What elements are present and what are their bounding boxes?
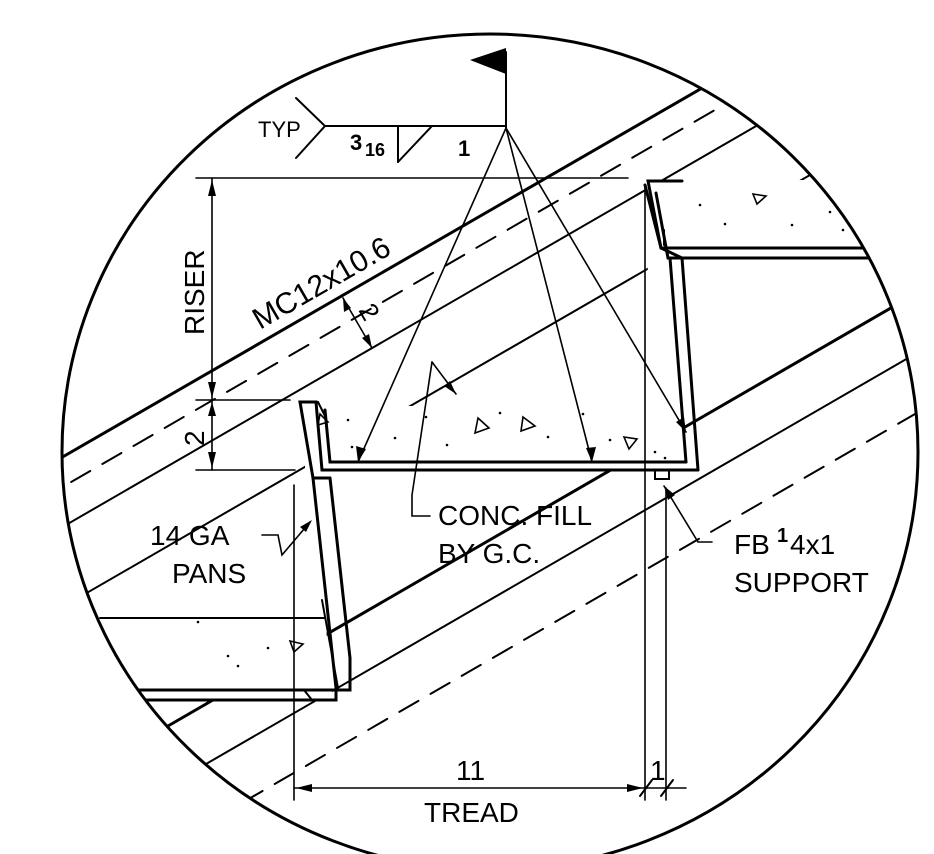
detail-contents — [62, 34, 918, 854]
support-label-line2: SUPPORT — [734, 567, 869, 598]
riser-label: RISER — [179, 249, 210, 335]
riser-offset-label: 2 — [179, 430, 210, 446]
weld-typ-label: TYP — [258, 117, 301, 142]
support-callout: FB 1 4x1 SUPPORT — [663, 485, 869, 598]
support-label-line1-a: FB — [734, 529, 770, 560]
tread-dim-label: 11 — [456, 755, 485, 786]
channel-callout: MC12x10.6 2 — [247, 231, 396, 349]
detail-circle — [60, 32, 920, 854]
pans-label-line2: PANS — [172, 558, 246, 589]
weld-size-frac: 16 — [365, 140, 385, 160]
concrete-fill-callout: CONC. FILL BY G.C. — [411, 361, 592, 569]
weld-length: 1 — [458, 136, 470, 161]
pans-label-line1: 14 GA — [150, 520, 230, 551]
weld-size-whole: 3 — [350, 130, 362, 155]
tread-dimension: 11 1 TREAD — [293, 187, 687, 828]
riser-dimension: RISER 2 — [179, 177, 629, 471]
tread-label: TREAD — [424, 797, 519, 828]
weld-leaders — [356, 127, 687, 463]
tread-small-dim-label: 1 — [650, 755, 666, 786]
fill-label-line2: BY G.C. — [438, 538, 540, 569]
support-label-line1-b: 4x1 — [790, 529, 835, 560]
fill-label-line1: CONC. FILL — [438, 500, 592, 531]
stair-pans — [98, 179, 918, 702]
weld-symbol: TYP 3 16 1 — [258, 48, 507, 163]
channel-label: MC12x10.6 — [247, 231, 396, 336]
pans-callout: 14 GA PANS — [150, 520, 312, 589]
support-label-line1-sup: 1 — [777, 525, 788, 547]
slope-dim-label: 2 — [353, 298, 386, 326]
